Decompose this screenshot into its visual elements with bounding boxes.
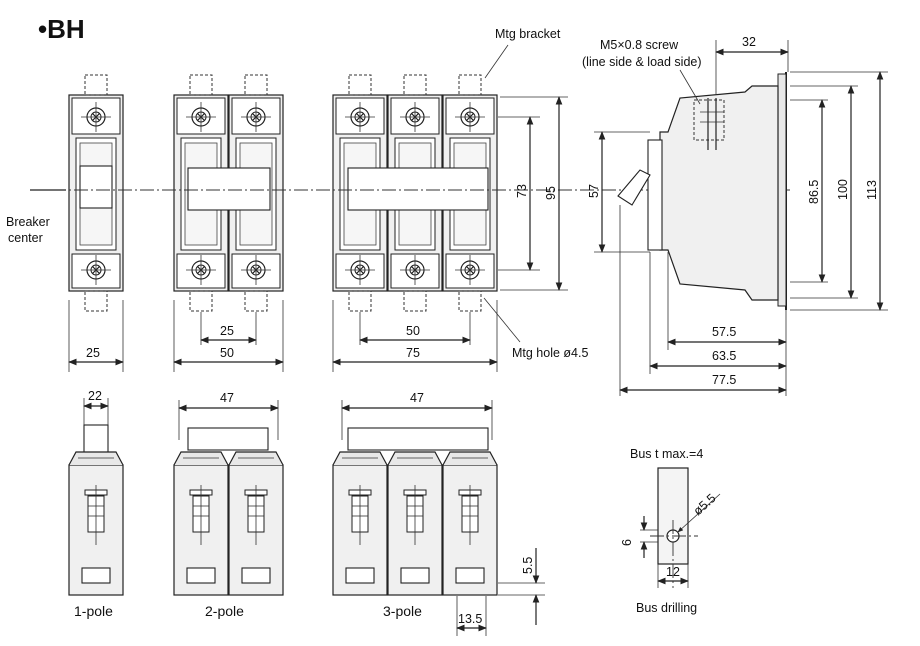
breaker-center-label: Breaker [6,215,50,229]
svg-text:12: 12 [666,565,680,579]
svg-text:57.5: 57.5 [712,325,736,339]
front-view-3-pole [333,75,497,311]
front-view-2-pole [174,75,283,311]
screw-label: M5×0.8 screw [600,38,679,52]
svg-text:86.5: 86.5 [807,180,821,204]
svg-text:63.5: 63.5 [712,349,736,363]
svg-text:13.5: 13.5 [458,612,482,626]
svg-text:47: 47 [410,391,424,405]
svg-text:100: 100 [836,179,850,200]
label-1-pole: 1-pole [74,603,113,619]
bottom-view-1-pole [68,424,124,596]
svg-text:113: 113 [865,180,879,200]
label-3-pole: 3-pole [383,603,422,619]
svg-text:25: 25 [220,324,234,338]
svg-text:75: 75 [406,346,420,360]
bottom-dimensions: 22 47 47 5.5 13.5 [83,389,545,636]
svg-text:22: 22 [88,389,102,403]
svg-text:50: 50 [220,346,234,360]
svg-text:47: 47 [220,391,234,405]
svg-text:32: 32 [742,35,756,49]
svg-text:73: 73 [515,184,529,198]
side-view [617,72,787,310]
svg-text:ø5.5: ø5.5 [691,491,719,518]
svg-text:57: 57 [587,184,601,198]
bottom-view-3-pole [332,427,498,596]
svg-text:77.5: 77.5 [712,373,736,387]
svg-text:95: 95 [544,186,558,200]
breaker-center-label-2: center [8,231,43,245]
mtg-bracket-label: Mtg bracket [495,27,561,41]
bottom-view-2-pole [173,427,284,596]
front-view-1-pole [69,75,123,311]
front-height-dimensions: 73 95 [498,96,568,291]
bus-drilling-detail: Bus t max.=4 6 12 ø5.5 Bus drilling [620,447,721,615]
screw-label-2: (line side & load side) [582,55,702,69]
svg-text:50: 50 [406,324,420,338]
svg-text:6: 6 [620,539,634,546]
svg-text:25: 25 [86,346,100,360]
mtg-hole-label: Mtg hole ø4.5 [512,346,588,360]
svg-text:5.5: 5.5 [521,557,535,574]
front-width-dimensions: 25 25 50 50 75 [68,300,498,372]
label-2-pole: 2-pole [205,603,244,619]
svg-text:Bus drilling: Bus drilling [636,601,697,615]
page-title: •BH [38,14,85,44]
svg-text:Bus t max.=4: Bus t max.=4 [630,447,703,461]
side-dimensions: 32 57 86.5 100 113 57.5 63.5 77.5 [587,35,888,396]
